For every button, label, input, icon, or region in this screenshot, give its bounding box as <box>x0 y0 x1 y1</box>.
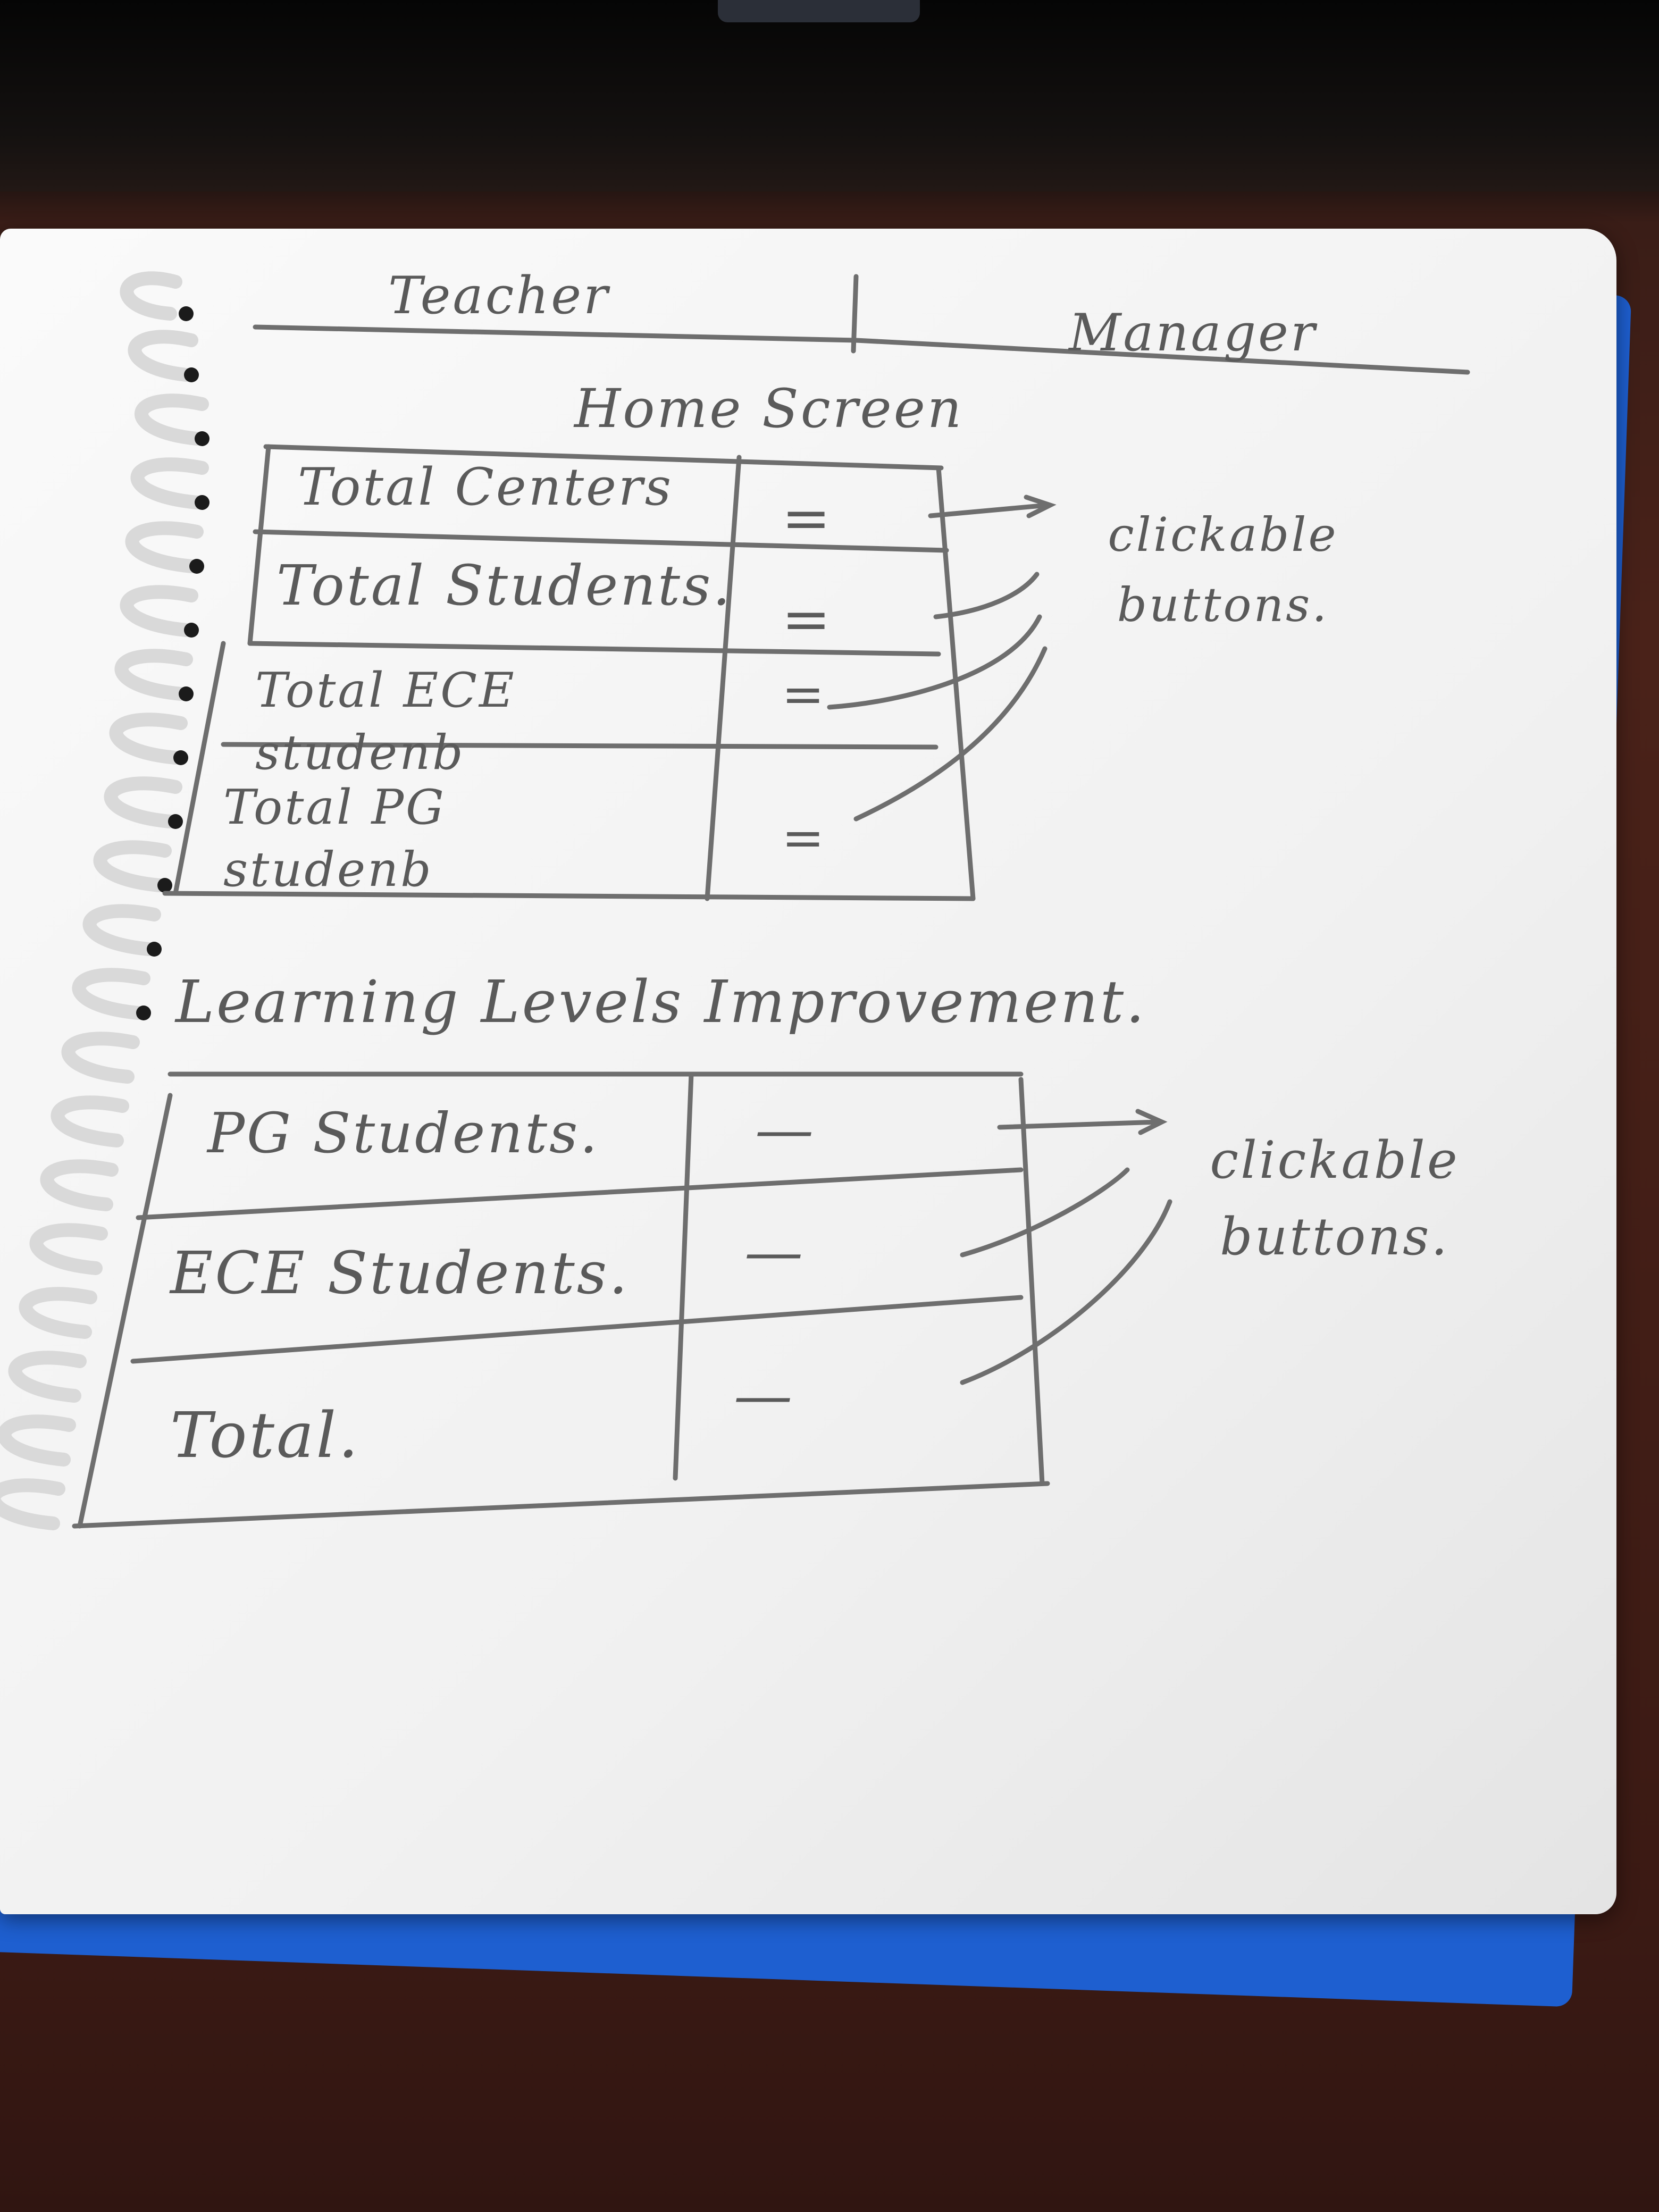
learning-row-value-button[interactable]: — <box>744 1218 805 1286</box>
learning-row-value-button[interactable]: — <box>734 1361 794 1429</box>
home-row-label: Total PG studenb <box>223 780 446 898</box>
home-row-value-button[interactable]: = <box>782 585 833 653</box>
learning-row-value-button[interactable]: — <box>755 1095 816 1163</box>
sketch-page <box>0 229 1616 1914</box>
spiral-binding <box>0 271 210 1530</box>
home-row-value-button[interactable]: = <box>782 665 827 724</box>
monitor-bezel <box>0 0 1659 191</box>
home-row-value-button[interactable]: = <box>782 808 827 868</box>
clickable-buttons-note: clickable buttons. <box>1108 507 1338 632</box>
learning-row-label: Total. <box>170 1398 361 1472</box>
home-row-value-button[interactable]: = <box>782 484 833 552</box>
learning-levels-title: Learning Levels Improvement. <box>175 968 1147 1036</box>
monitor-badge <box>718 0 920 22</box>
tab-manager[interactable]: Manager <box>1069 303 1317 363</box>
home-row-label: Total Students. <box>276 553 733 618</box>
learning-row-label: ECE Students. <box>170 1239 630 1307</box>
home-row-label: Total ECE studenb <box>255 663 516 781</box>
home-row-label: Total Centers <box>298 457 674 517</box>
clickable-buttons-note: clickable buttons. <box>1210 1130 1460 1267</box>
tab-teacher[interactable]: Teacher <box>388 266 610 325</box>
home-screen-title: Home Screen <box>574 378 964 440</box>
learning-row-label: PG Students. <box>207 1101 600 1166</box>
